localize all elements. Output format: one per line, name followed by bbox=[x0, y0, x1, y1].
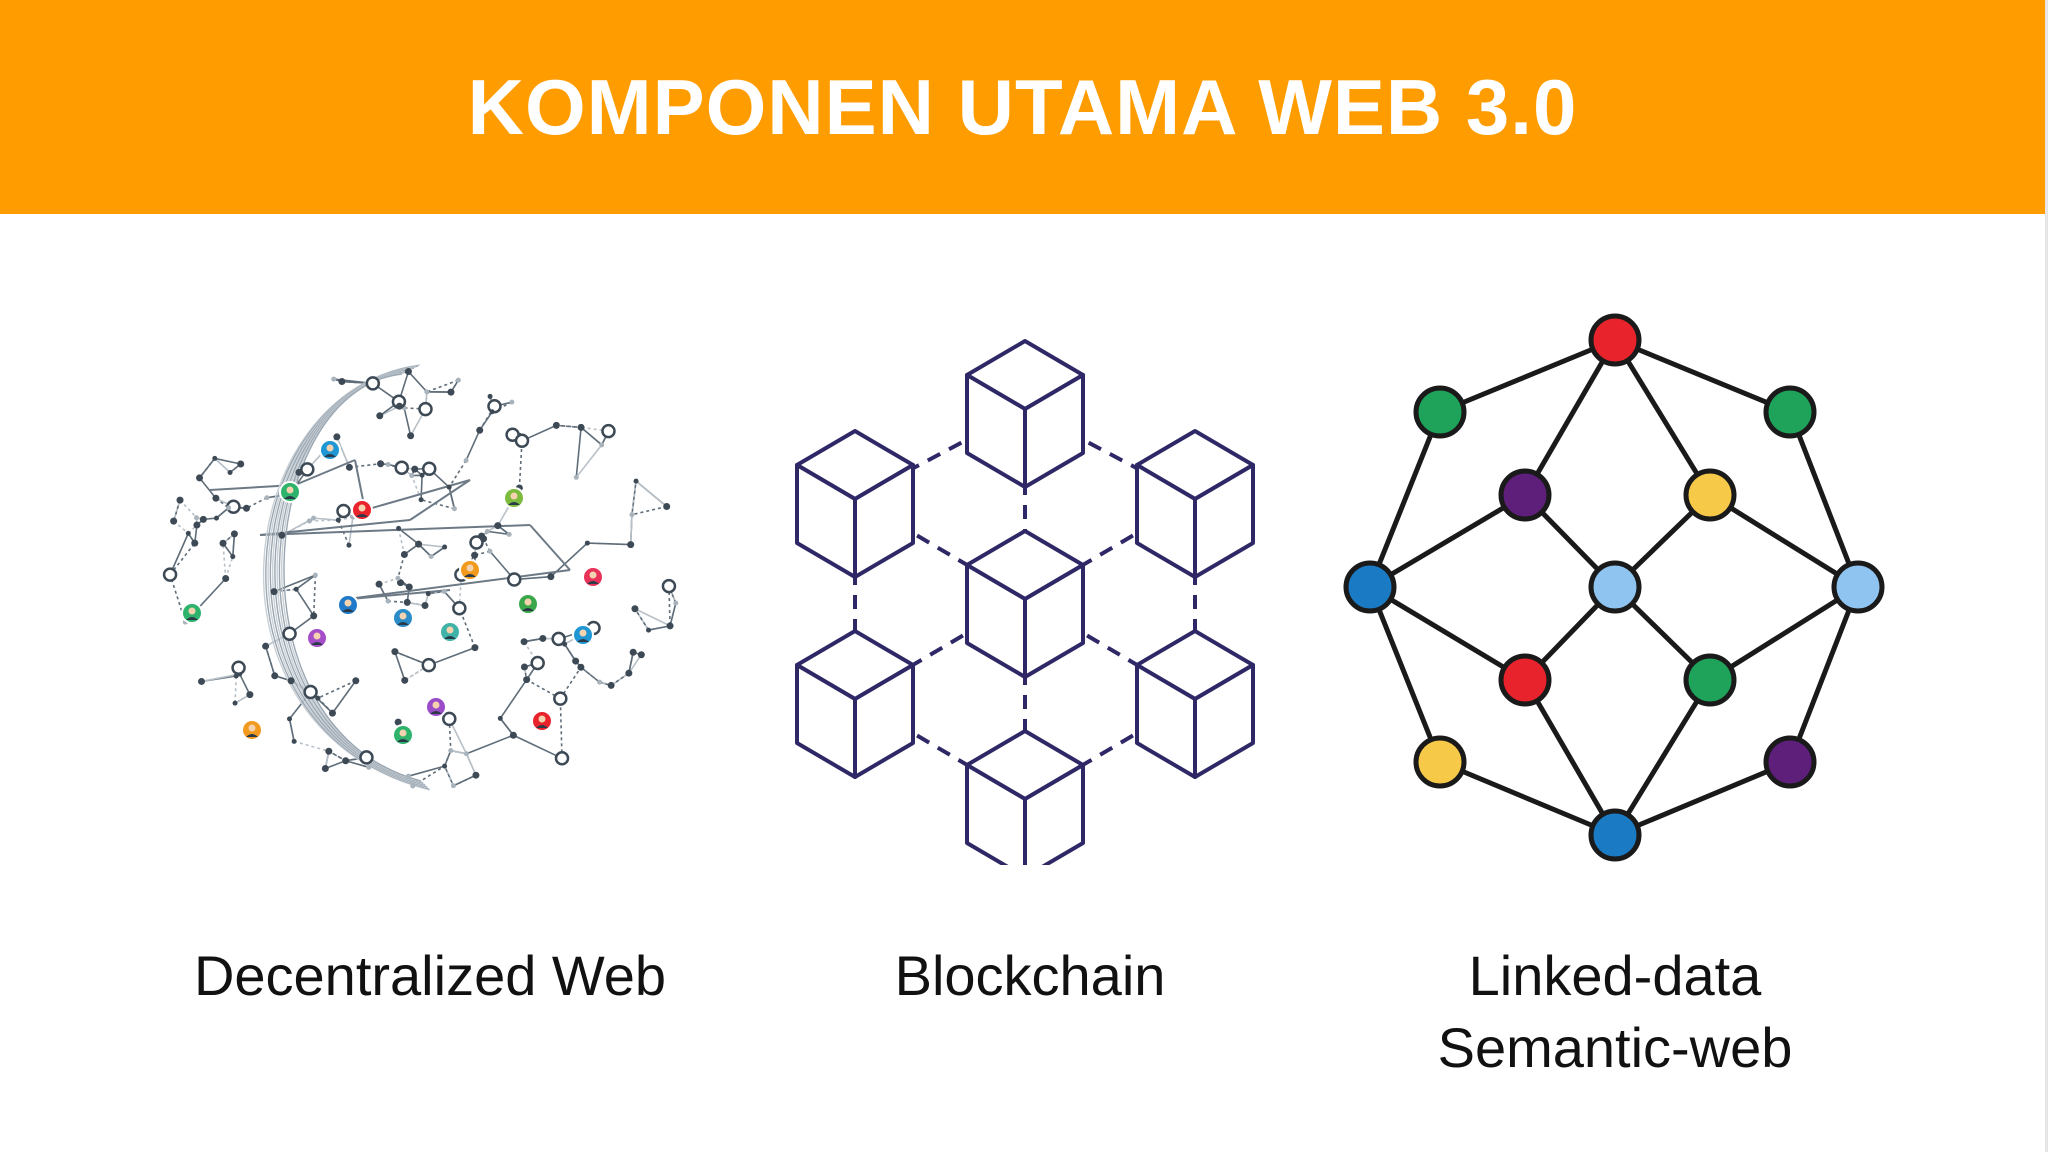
graph-node-icon bbox=[1498, 653, 1552, 707]
block-cube-icon bbox=[965, 529, 1085, 679]
graph-edge bbox=[1439, 337, 1616, 415]
graph-edge bbox=[1368, 492, 1527, 590]
label-linked-data-line2: Semantic-web bbox=[1437, 1016, 1793, 1079]
graph-node-icon bbox=[1413, 385, 1467, 439]
user-avatar-icon bbox=[306, 627, 328, 649]
linked-graph-icon bbox=[1343, 313, 1885, 862]
graph-node-icon bbox=[1413, 735, 1467, 789]
graph-edge bbox=[1439, 759, 1616, 838]
graph-edge bbox=[1522, 678, 1618, 837]
graph-edge bbox=[1708, 584, 1860, 683]
graph-node-icon bbox=[1588, 313, 1642, 367]
graph-node-icon bbox=[1343, 560, 1397, 614]
blockchain-cubes-icon bbox=[795, 339, 1255, 865]
slide-title: KOMPONEN UTAMA WEB 3.0 bbox=[467, 62, 1578, 151]
graph-edge bbox=[1367, 586, 1443, 763]
graph-node-icon bbox=[1763, 385, 1817, 439]
user-avatar-icon bbox=[392, 607, 414, 629]
block-cube-icon bbox=[1135, 629, 1255, 779]
label-blockchain: Blockchain bbox=[894, 944, 1166, 1007]
block-cube-icon bbox=[795, 429, 915, 579]
user-avatar-icon bbox=[582, 566, 604, 588]
user-avatar-icon bbox=[319, 439, 341, 461]
label-linked-data-line1: Linked-data bbox=[1468, 944, 1762, 1007]
user-avatar-icon bbox=[572, 624, 594, 646]
user-avatar-icon bbox=[459, 559, 481, 581]
user-avatar-icon bbox=[425, 696, 447, 718]
graph-edge bbox=[1522, 338, 1618, 497]
block-cube-icon bbox=[965, 729, 1085, 865]
graph-edge bbox=[1614, 337, 1791, 415]
graph-node-icon bbox=[1831, 560, 1885, 614]
block-cube-icon bbox=[1135, 429, 1255, 579]
graph-node-icon bbox=[1763, 735, 1817, 789]
slide-edge bbox=[2045, 0, 2048, 1152]
title-banner: KOMPONEN UTAMA WEB 3.0 bbox=[0, 0, 2045, 214]
block-cube-icon bbox=[965, 339, 1085, 489]
graph-node-icon bbox=[1683, 468, 1737, 522]
graph-node-icon bbox=[1588, 808, 1642, 862]
graph-edge bbox=[1368, 584, 1527, 683]
graph-edge bbox=[1612, 338, 1713, 497]
graph-node-icon bbox=[1498, 468, 1552, 522]
block-cube-icon bbox=[795, 629, 915, 779]
graph-edge bbox=[1614, 759, 1791, 838]
user-avatar-icon bbox=[439, 621, 461, 643]
user-avatar-icon bbox=[517, 593, 539, 615]
decentralized-network-icon bbox=[162, 364, 679, 791]
graph-edge bbox=[1787, 586, 1861, 763]
graph-edge bbox=[1367, 411, 1443, 588]
user-avatar-icon bbox=[531, 710, 553, 732]
graph-node-icon bbox=[1683, 653, 1737, 707]
user-avatar-icon bbox=[241, 719, 263, 741]
label-linked-data: Linked-data Semantic-web bbox=[1310, 940, 1920, 1084]
user-avatar-icon bbox=[351, 499, 373, 521]
user-avatar-icon bbox=[503, 487, 525, 509]
user-avatar-icon bbox=[279, 481, 301, 503]
graph-edge bbox=[1612, 678, 1713, 837]
graph-edge bbox=[1708, 492, 1860, 590]
label-decentralized-web: Decentralized Web bbox=[193, 944, 667, 1007]
user-avatar-icon bbox=[181, 602, 203, 624]
graph-edge bbox=[1787, 411, 1861, 588]
user-avatar-icon bbox=[392, 724, 414, 746]
graph-node-icon bbox=[1588, 560, 1642, 614]
user-avatar-icon bbox=[337, 594, 359, 616]
